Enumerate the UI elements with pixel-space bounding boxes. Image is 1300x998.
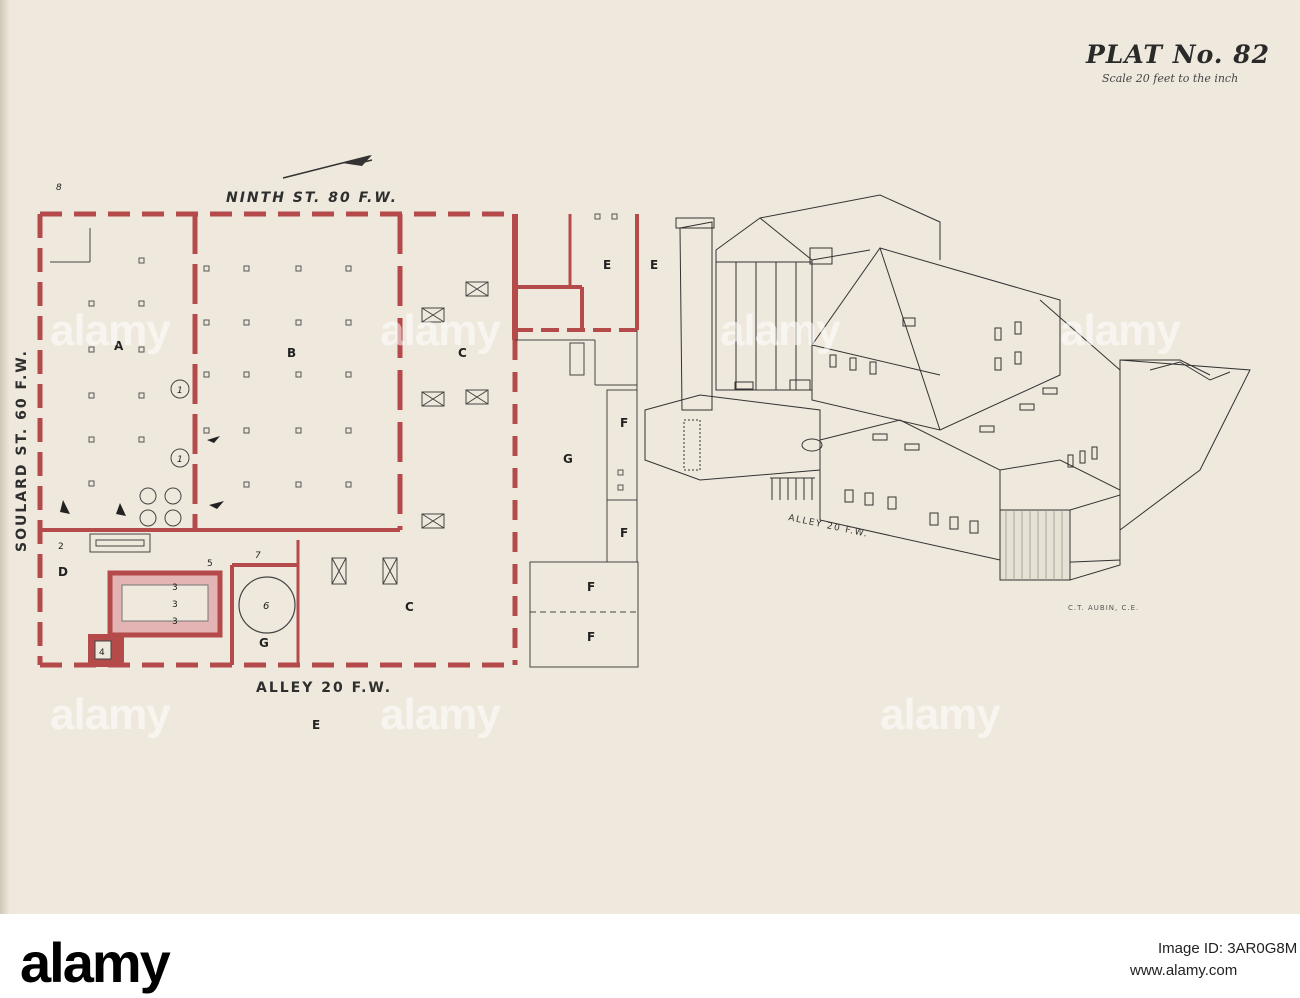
number-3a: 3 [172,583,178,593]
boiler-block [88,533,223,667]
label-alley-elevation: ALLEY 20 F.W. [787,513,869,540]
room-label-e-outer: E [650,258,658,272]
room-label-e-bottom: E [312,718,320,732]
number-5: 5 [207,559,213,569]
room-label-f-2: F [620,526,628,540]
label-engraver: C.T. AUBIN, C.E. [1068,604,1139,612]
vats [139,379,190,527]
number-8: 8 [56,183,62,193]
room-label-f-3: F [587,580,595,594]
footer-bar [0,914,1300,998]
room-label-e-inner: E [603,258,611,272]
room-label-d: D [58,565,68,579]
plat-title: PLAT No. 82 [1086,40,1270,69]
skylights [331,281,489,585]
watermark: alamy [720,306,841,355]
north-arrow-icon [282,155,373,179]
number-1b: 1 [177,455,183,465]
number-3c: 3 [172,617,178,627]
label-alley-plan: ALLEY 20 F.W. [256,680,392,696]
watermark: alamy [50,690,171,739]
room-label-c-upper: C [458,346,467,360]
flow-arrows [60,436,224,516]
room-label-g-upper: G [563,452,573,466]
room-label-f-1: F [620,416,628,430]
footer-image-id: Image ID: 3AR0G8M [1158,940,1298,957]
room-label-c-lower: C [405,600,414,614]
number-7: 7 [255,551,261,561]
watermark: alamy [880,690,1001,739]
watermark: alamy [380,306,501,355]
pillars [88,213,624,491]
paper-sheet [0,0,1300,914]
watermark: alamy [380,690,501,739]
footer-logo: alamy [20,931,171,994]
watermark: alamy [50,306,171,355]
number-4: 4 [99,648,105,658]
label-soulard-st: SOULARD ST. 60 F.W. [14,349,30,552]
tank-6 [238,576,296,634]
footer-url: www.alamy.com [1130,962,1238,979]
plan-drawing: NINTH ST. 80 F.W. SOULARD ST. 60 F.W. AL… [14,155,1251,732]
number-2: 2 [58,542,64,552]
page-shadow [0,0,10,914]
number-6: 6 [263,601,269,612]
shed-outlines [50,228,639,668]
room-label-b: B [287,346,296,360]
number-1a: 1 [177,386,183,396]
watermark: alamy [1060,306,1181,355]
number-3b: 3 [172,600,178,610]
elevation-drawing [644,194,1251,581]
room-label-a: A [114,339,124,353]
plat-scale: Scale 20 feet to the inch [1102,72,1239,85]
room-label-g-lower: G [259,636,269,650]
label-ninth-st: NINTH ST. 80 F.W. [226,190,398,206]
room-label-f-4: F [587,630,595,644]
